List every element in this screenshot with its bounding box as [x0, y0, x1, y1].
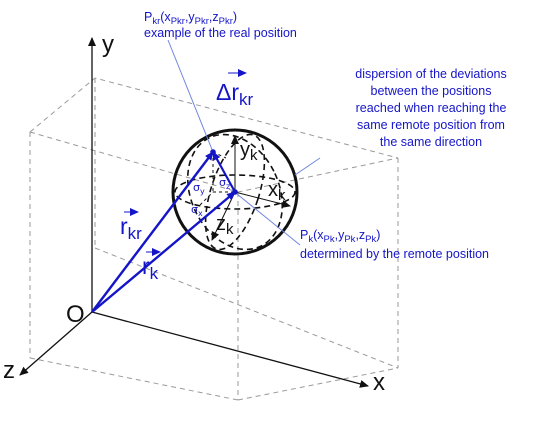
vector-rk	[91, 191, 236, 313]
pkr-comma-y: ,y	[185, 10, 195, 24]
pkr-sub-x: Pkr	[171, 16, 185, 27]
x-axis	[91, 311, 369, 388]
delta-rkr-sub: kr	[239, 90, 254, 109]
sigma-x-label: σx	[191, 203, 203, 218]
pk-coordinates-label: Pk(xPk,yPk,zPk)	[300, 228, 380, 245]
sigma-z-main: σ	[219, 176, 226, 189]
leader-lines	[167, 39, 321, 246]
box-bottom-front	[29, 357, 239, 401]
dispersion-line-1: dispersion of the deviations	[355, 67, 506, 81]
pk-description: determined by the remote position	[300, 247, 489, 261]
leader-pkr	[167, 39, 214, 153]
dispersion-annotation: dispersion of the deviations between the…	[355, 67, 506, 149]
z-axis	[19, 311, 93, 376]
y-axis-label: y	[102, 31, 114, 58]
rk-label: rk	[142, 248, 161, 283]
sigma-z-label: σz	[219, 176, 230, 191]
pk-main: P	[300, 228, 308, 242]
pk-comma-y: ,y	[335, 228, 345, 242]
sigma-x-sub: x	[198, 209, 203, 218]
box-bottom-right	[237, 367, 399, 401]
yk-main: y	[240, 139, 250, 161]
pkr-close: )	[233, 10, 237, 24]
pkr-comma-z: ,z	[209, 10, 219, 24]
pk-open: (x	[313, 228, 324, 242]
dispersion-line-3: reached when reaching the	[356, 101, 507, 115]
axes	[19, 37, 369, 388]
point-pk	[232, 189, 238, 195]
xk-main: x	[268, 179, 278, 201]
yk-sub: k	[250, 147, 258, 164]
sphere-outline	[171, 128, 299, 256]
xk-label: xk	[268, 179, 286, 204]
rkr-main: r	[120, 213, 128, 239]
pk-close: )	[376, 228, 380, 242]
x-axis-label: x	[373, 369, 385, 396]
delta-rkr-main: Δr	[216, 79, 239, 105]
pk-sub: k	[308, 234, 313, 245]
sigma-z-sub: z	[226, 182, 230, 191]
pkr-description: example of the real position	[144, 26, 297, 40]
box-bottom-back	[94, 247, 399, 369]
leader-dispersion	[294, 157, 321, 176]
pkr-main: P	[144, 10, 152, 24]
svg-text:Δrkr: Δrkr	[216, 79, 254, 109]
sigma-y-label: σy	[193, 181, 205, 196]
pkr-sub-y: Pkr	[195, 16, 209, 27]
sphere-meridian-2	[186, 133, 284, 251]
zk-main: z	[216, 213, 226, 235]
sigma-y-sub: y	[200, 187, 205, 196]
rkr-sub: kr	[128, 224, 143, 243]
zk-sub: k	[226, 221, 234, 238]
sigma-y-main: σ	[193, 181, 200, 194]
xk-sub: k	[278, 187, 286, 204]
pkr-sub: kr	[152, 16, 160, 27]
rk-main: r	[142, 253, 150, 279]
pkr-coordinates-label: Pkr(xPkr,yPkr,zPkr)	[144, 10, 237, 27]
pk-comma-z: ,z	[355, 228, 365, 242]
box-back-top-edge	[29, 77, 399, 159]
vector-rkr	[91, 151, 214, 313]
dispersion-line-5: the same direction	[380, 135, 482, 149]
dispersion-line-4: same remote position from	[357, 118, 505, 132]
pkr-open: (x	[160, 10, 171, 24]
pk-sub-x: Pk	[324, 234, 335, 245]
rk-sub: k	[150, 264, 159, 283]
point-pkr	[210, 149, 216, 155]
sigma-x-main: σ	[191, 203, 198, 216]
origin-label: O	[66, 301, 85, 328]
zk-label: zk	[216, 213, 234, 238]
pk-sub-y: Pk	[344, 234, 355, 245]
vector-delta-rkr	[212, 151, 236, 193]
svg-text:rkr: rkr	[120, 213, 142, 243]
position-vectors	[91, 151, 236, 313]
z-axis-label: z	[3, 357, 15, 384]
yk-label: yk	[240, 139, 258, 164]
leader-pk	[236, 193, 301, 246]
pk-sub-z: Pk	[365, 234, 376, 245]
rkr-label: rkr	[120, 208, 142, 243]
pkr-sub-z: Pkr	[219, 16, 233, 27]
sphere-meridian-1	[204, 133, 266, 251]
delta-rkr-label: Δrkr	[216, 69, 254, 109]
svg-text:rk: rk	[142, 253, 159, 283]
dispersion-line-2: between the positions	[371, 84, 492, 98]
local-x-axis	[234, 191, 291, 208]
box-top-front-edge	[29, 131, 399, 193]
